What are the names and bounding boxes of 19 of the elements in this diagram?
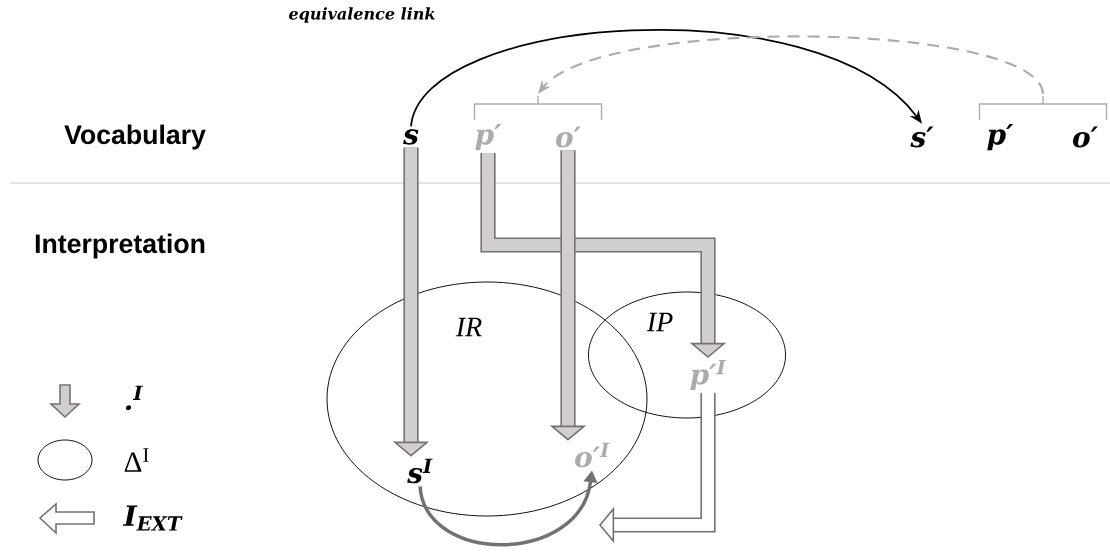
row-heading: Interpretation bbox=[35, 233, 205, 259]
curly-brace bbox=[978, 95, 1108, 121]
symbol-label: p′ bbox=[475, 123, 502, 151]
symbol-label: s$^{I}$ bbox=[407, 458, 433, 484]
curly-brace bbox=[473, 95, 603, 121]
arrow bbox=[410, 29, 922, 128]
symbol-label: s bbox=[403, 129, 419, 145]
symbol-label: p′$^{I}$ bbox=[690, 359, 727, 391]
legend-text: .$^{I}$ bbox=[125, 385, 143, 411]
symbol-label: s′ bbox=[910, 126, 934, 148]
legend-text: I$_{EXT}$ bbox=[122, 505, 183, 531]
edge-label: equivalence link bbox=[287, 5, 437, 25]
symbol-label: o′$^{I}$ bbox=[575, 442, 610, 468]
symbol-label: o′ bbox=[555, 126, 581, 148]
row-heading: Vocabulary bbox=[64, 124, 206, 150]
legend-text: Δ$^{I}$ bbox=[124, 448, 149, 472]
arrow bbox=[538, 35, 1044, 95]
symbol-label: p′ bbox=[987, 123, 1014, 151]
symbol-label: o′ bbox=[1072, 126, 1098, 148]
